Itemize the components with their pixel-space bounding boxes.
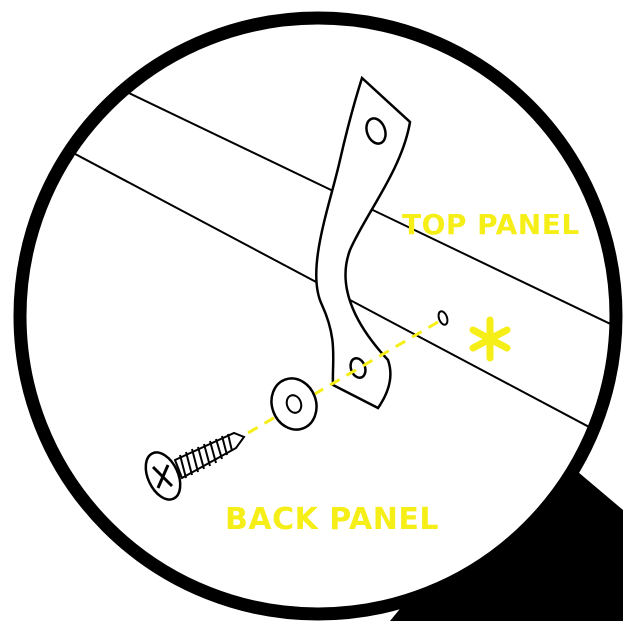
washer-icon bbox=[270, 377, 318, 431]
screw-icon bbox=[144, 431, 246, 501]
back-panel-label: BACK PANEL bbox=[225, 502, 439, 537]
bracket-top-hole bbox=[365, 117, 387, 145]
asterisk-marker-icon bbox=[469, 316, 511, 362]
bracket-icon bbox=[314, 75, 412, 410]
alignment-dashed-line bbox=[235, 320, 439, 442]
top-panel-label: TOP PANEL bbox=[402, 208, 580, 241]
pilot-hole bbox=[437, 310, 449, 326]
